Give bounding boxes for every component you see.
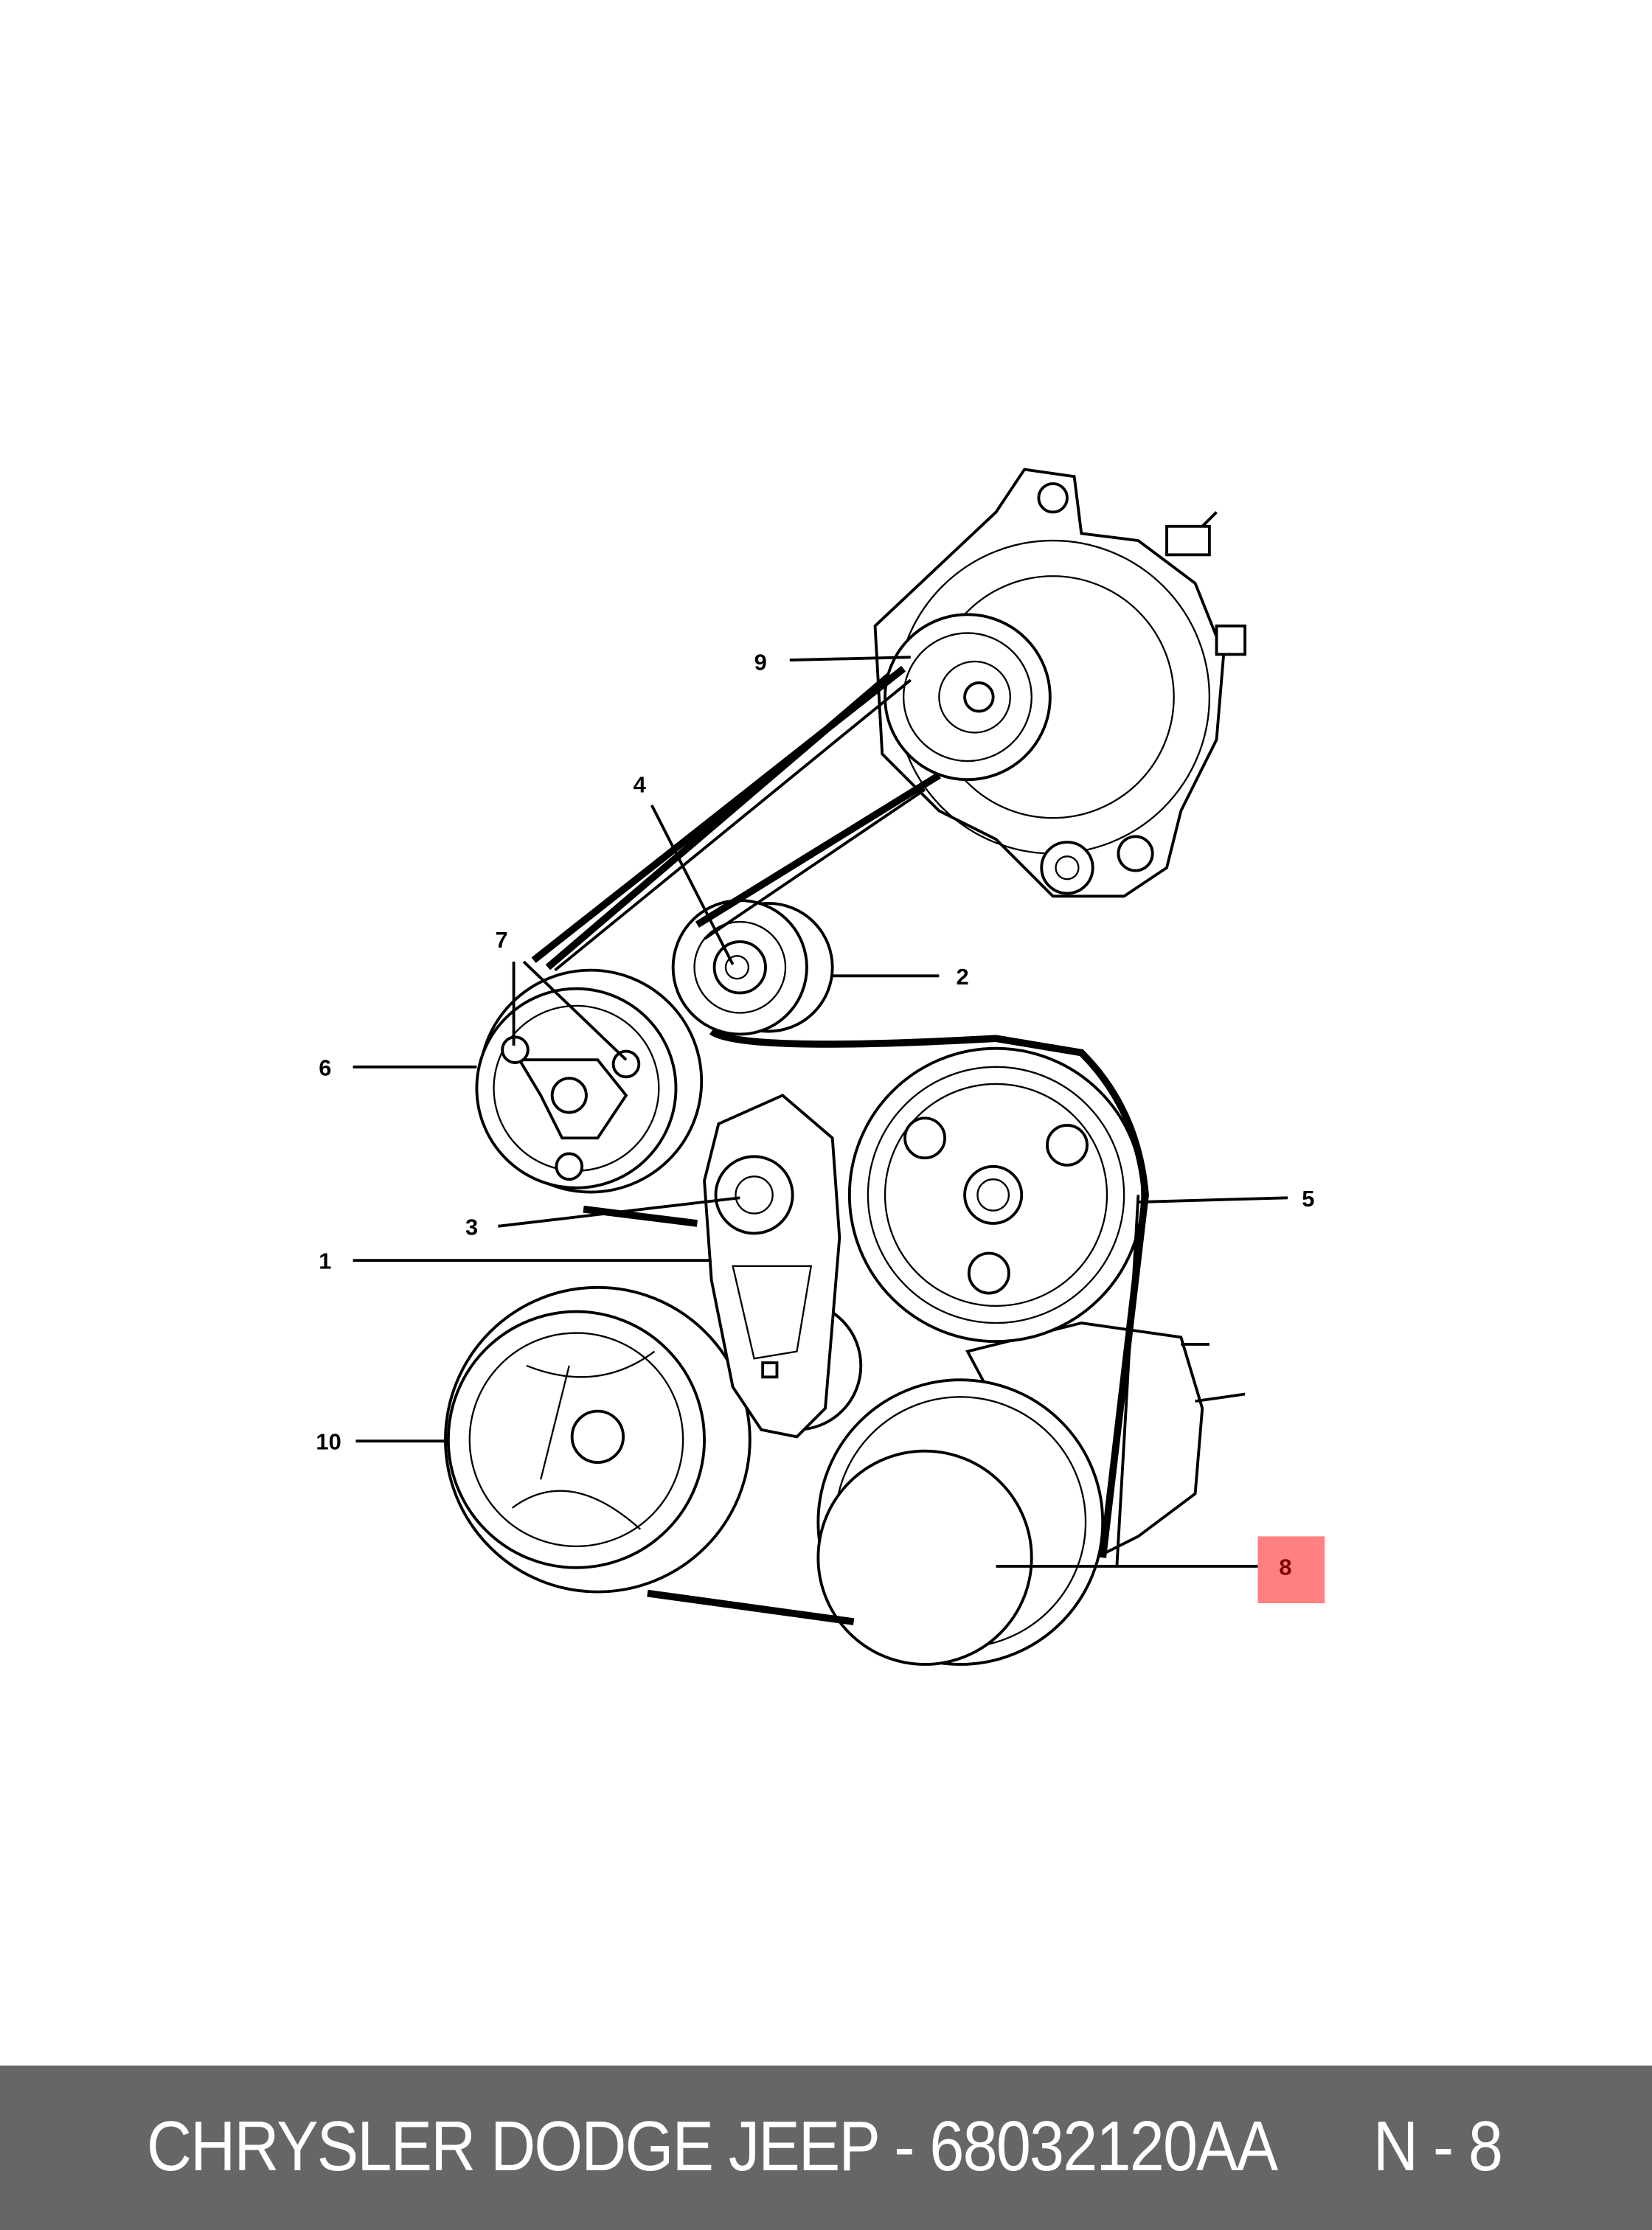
callout-4: 4 [634, 771, 646, 797]
idler-pulley-2 [671, 899, 834, 1036]
power-steering-pulley [847, 1046, 1145, 1344]
callout-9: 9 [754, 650, 767, 675]
footer-bar: CHRYSLER DODGE JEEP - 68032120AA N - 8 [0, 2066, 1652, 2230]
belt-routing-diagram: 9 4 7 2 6 3 1 5 10 8 [316, 468, 1325, 1666]
crankshaft-pulley [444, 1285, 752, 1594]
part-reference: N - 8 [1373, 2107, 1503, 2186]
callout-7: 7 [495, 927, 507, 953]
idler-pulley-6 [475, 968, 704, 1194]
callout-10: 10 [316, 1429, 341, 1455]
alternator-pulley [884, 613, 1052, 782]
callout-5: 5 [1302, 1186, 1314, 1212]
serpentine-belt [531, 665, 1149, 1625]
callout-6: 6 [319, 1055, 331, 1080]
ac-compressor [816, 1321, 1246, 1666]
callout-1: 1 [319, 1248, 331, 1274]
callout-8: 8 [1279, 1554, 1291, 1580]
part-title: CHRYSLER DODGE JEEP - 68032120AA [147, 2107, 1278, 2186]
callout-8-highlight [1257, 1536, 1325, 1604]
leader-lines [353, 656, 1288, 1568]
callout-2: 2 [957, 964, 969, 990]
callout-3: 3 [465, 1214, 478, 1240]
belt-tensioner [703, 1094, 863, 1439]
